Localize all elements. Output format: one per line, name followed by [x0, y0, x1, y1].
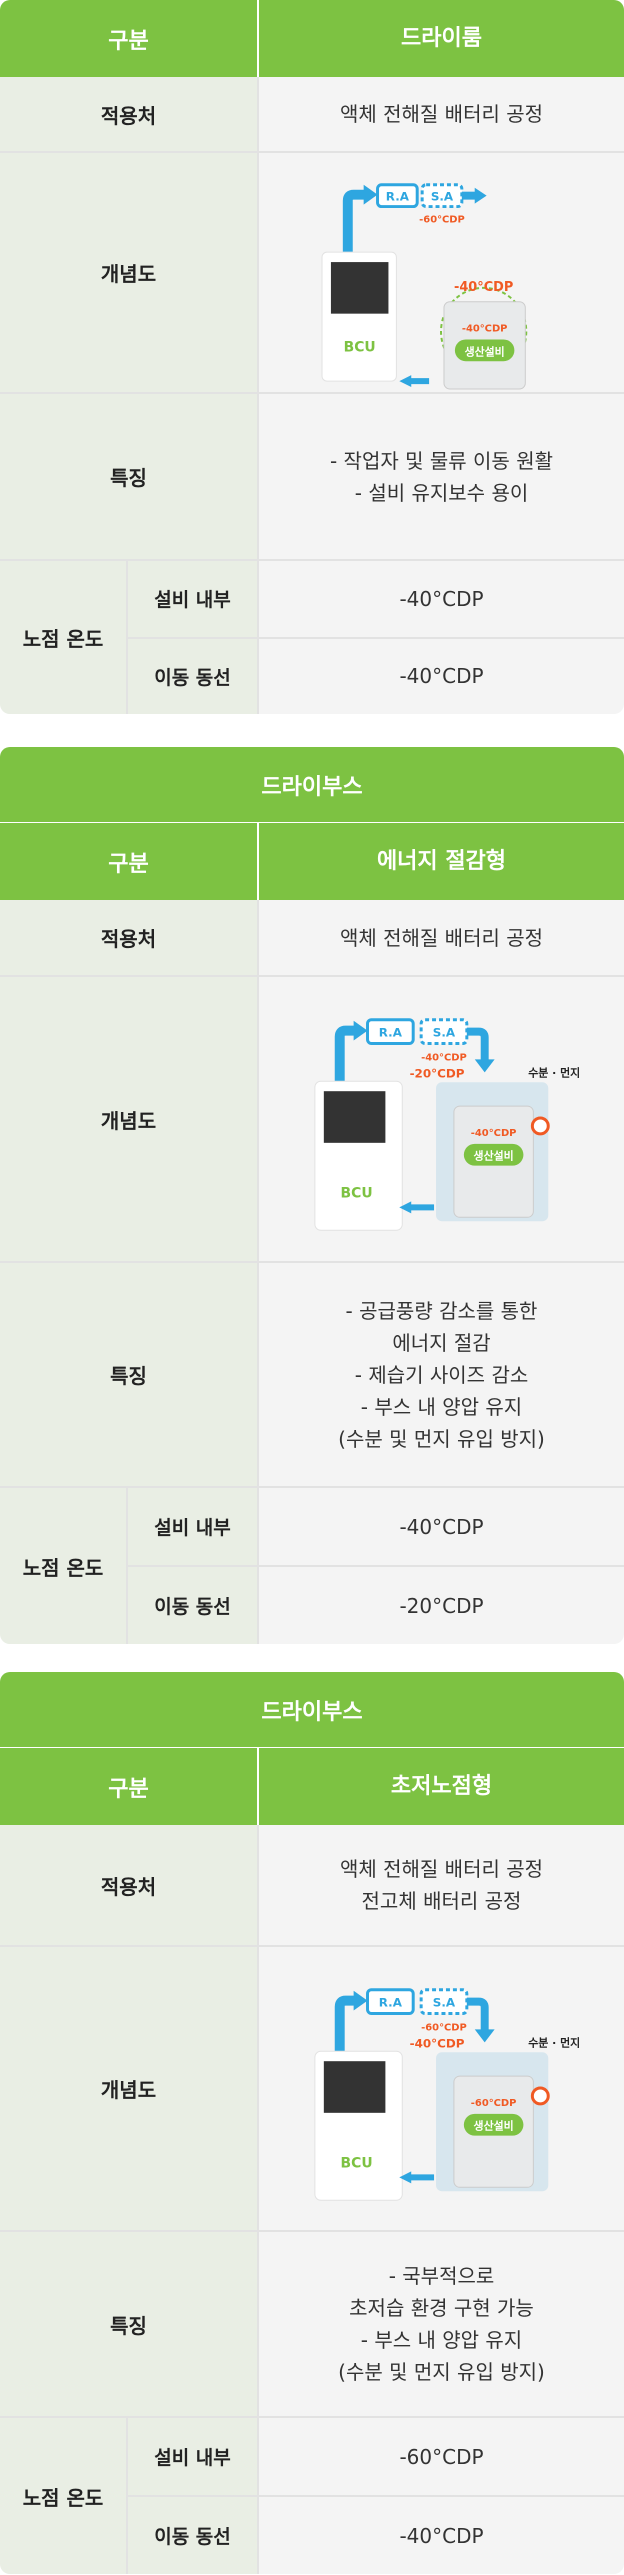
concept-diagram: R.A S.A -60°CDP -40°CDP 수분 · 먼지 BCU -60°… [314, 1988, 580, 2201]
row-label: 적용처 [0, 1825, 259, 1945]
feature-item: - 부스 내 양압 유지 [360, 1394, 523, 1419]
table-row: 적용처 액체 전해질 배터리 공정 전고체 배터리 공정 [0, 1825, 624, 1947]
table-row: 특징 - 국부적으로 초저습 환경 구현 가능 - 부스 내 양압 유지 (수분… [0, 2232, 624, 2418]
dew-sub-label: 이동 동선 [128, 1567, 259, 1644]
table-row: 적용처 액체 전해질 배터리 공정 [0, 900, 624, 977]
sa-label: S.A [431, 190, 454, 204]
sa-temp: -60°CDP [421, 2022, 467, 2033]
feature-item: - 부스 내 양압 유지 [360, 2328, 523, 2352]
dry-room-table: 구분 드라이룸 적용처 액체 전해질 배터리 공정 개념도 R.A S.A -6… [0, 0, 624, 714]
dew-point-row: 노점 온도 설비 내부 -40°CDP 이동 동선 -40°CDP [0, 561, 624, 714]
applied-text: 액체 전해질 배터리 공정 [339, 925, 544, 950]
table-row: 개념도 R.A S.A -60°CDP BCU -40°CDP -40°CDP [0, 153, 624, 394]
table-title: 드라이부스 [0, 747, 624, 823]
ra-label: R.A [379, 1026, 403, 1040]
concept-diagram: R.A S.A -40°CDP -20°CDP 수분 · 먼지 BCU -40°… [314, 1018, 580, 1231]
applied-text: 전고체 배터리 공정 [361, 1889, 522, 1913]
dew-value: -40°CDP [399, 2523, 484, 2548]
feature-item: - 국부적으로 [388, 2264, 495, 2288]
sa-temp: -60°CDP [419, 214, 465, 225]
row-label: 개념도 [0, 1947, 259, 2230]
feature-item: 초저습 환경 구현 가능 [349, 2296, 534, 2320]
dry-booth-ultra-low-table: 드라이부스 구분 초저노점형 적용처 액체 전해질 배터리 공정 전고체 배터리… [0, 1672, 624, 2574]
concept-diagram: R.A S.A -60°CDP BCU -40°CDP -40°CDP 생산설비 [321, 183, 528, 390]
room-temp: -40°CDP [410, 2036, 465, 2050]
dew-sub-label: 설비 내부 [128, 561, 259, 637]
equip-temp: -60°CDP [471, 2098, 517, 2109]
ra-label: R.A [379, 1996, 403, 2010]
equip-label: 생산설비 [465, 344, 505, 358]
row-label: 노점 온도 [0, 1488, 128, 1644]
row-label: 개념도 [0, 153, 259, 392]
return-air-arrow [342, 189, 366, 253]
row-label: 노점 온도 [0, 561, 128, 714]
table-row: 개념도 R.A S.A -40°CDP -20°CDP 수분 · 먼지 BCU [0, 977, 624, 1263]
bcu-label: BCU [341, 2155, 373, 2171]
contaminant-label: 수분 · 먼지 [528, 2035, 580, 2049]
header-type: 초저노점형 [259, 1748, 624, 1825]
table-row: 적용처 액체 전해질 배터리 공정 [0, 77, 624, 153]
dew-value: -60°CDP [399, 2444, 484, 2469]
table-title: 드라이부스 [0, 1672, 624, 1748]
row-label: 특징 [0, 394, 259, 559]
table-row: 특징 - 공급풍량 감소를 통한 에너지 절감 - 제습기 사이즈 감소 - 부… [0, 1263, 624, 1488]
table-row: 개념도 R.A S.A -60°CDP -40°CDP 수분 · 먼지 BCU [0, 1947, 624, 2232]
header-type: 드라이룸 [259, 0, 624, 77]
row-label: 노점 온도 [0, 2418, 128, 2574]
contaminant-label: 수분 · 먼지 [528, 1065, 580, 1079]
block-icon [530, 1116, 550, 1136]
feature-item: 에너지 절감 [392, 1330, 491, 1355]
dew-sub-label: 이동 동선 [128, 638, 259, 714]
equip-label: 생산설비 [474, 1149, 514, 1163]
block-icon [530, 2086, 550, 2106]
feature-item: (수분 및 먼지 유입 방지) [338, 1426, 545, 1451]
dew-value: -40°CDP [399, 664, 484, 689]
dew-sub-label: 설비 내부 [128, 2418, 259, 2495]
equip-temp: -40°CDP [462, 324, 508, 335]
table-row: 특징 - 작업자 및 물류 이동 원활 - 설비 유지보수 용이 [0, 394, 624, 561]
dew-value: -40°CDP [399, 586, 484, 611]
table-header: 구분 초저노점형 [0, 1748, 624, 1825]
header-type: 에너지 절감형 [259, 823, 624, 900]
bcu-label: BCU [341, 1185, 373, 1201]
dew-point-row: 노점 온도 설비 내부 -60°CDP 이동 동선 -40°CDP [0, 2418, 624, 2574]
row-label: 특징 [0, 2232, 259, 2416]
applied-text: 액체 전해질 배터리 공정 [339, 102, 544, 126]
header-category: 구분 [0, 1748, 259, 1825]
ra-label: R.A [386, 190, 410, 204]
dew-value: -20°CDP [399, 1593, 484, 1618]
feature-item: - 설비 유지보수 용이 [354, 480, 529, 505]
sa-temp: -40°CDP [421, 1052, 467, 1063]
sa-label: S.A [433, 1996, 456, 2010]
dew-sub-label: 설비 내부 [128, 1488, 259, 1565]
feature-item: - 작업자 및 물류 이동 원활 [329, 448, 553, 473]
header-category: 구분 [0, 0, 259, 77]
dew-point-row: 노점 온도 설비 내부 -40°CDP 이동 동선 -20°CDP [0, 1488, 624, 1644]
row-label: 적용처 [0, 900, 259, 975]
feature-item: (수분 및 먼지 유입 방지) [338, 2360, 545, 2384]
equip-label: 생산설비 [474, 2119, 514, 2133]
row-label: 특징 [0, 1263, 259, 1486]
equip-temp: -40°CDP [471, 1128, 517, 1139]
applied-text: 액체 전해질 배터리 공정 [339, 1857, 544, 1881]
dry-booth-energy-table: 드라이부스 구분 에너지 절감형 적용처 액체 전해질 배터리 공정 개념도 R… [0, 747, 624, 1644]
row-label: 적용처 [0, 77, 259, 151]
sa-label: S.A [433, 1026, 456, 1040]
room-temp: -40°CDP [454, 280, 513, 295]
feature-item: - 공급풍량 감소를 통한 [345, 1298, 538, 1323]
header-category: 구분 [0, 823, 259, 900]
table-header: 구분 드라이룸 [0, 0, 624, 77]
row-label: 개념도 [0, 977, 259, 1261]
dew-value: -40°CDP [399, 1514, 484, 1539]
bcu-label: BCU [344, 339, 376, 355]
table-header: 구분 에너지 절감형 [0, 823, 624, 900]
room-temp: -20°CDP [410, 1066, 465, 1080]
dew-sub-label: 이동 동선 [128, 2497, 259, 2574]
feature-item: - 제습기 사이즈 감소 [354, 1362, 529, 1387]
